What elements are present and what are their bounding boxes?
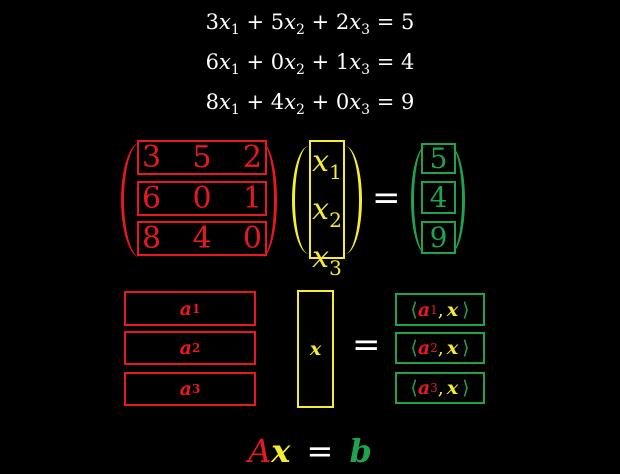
vector-b-left-paren	[411, 146, 441, 254]
vector-x-right-paren	[328, 146, 362, 254]
vector-x: x1 x2 x3	[309, 140, 345, 280]
equals-sign-middle: =	[352, 325, 381, 365]
equals-sign-top: =	[372, 178, 401, 218]
vector-x-left-paren	[292, 146, 326, 254]
vector-b-entry-3: 9	[421, 221, 456, 254]
equation-3: 8x1 + 4x2 + 0x3 = 9	[205, 90, 415, 118]
matrix-right-paren	[245, 142, 277, 258]
equation-2: 6x1 + 0x2 + 1x3 = 4	[205, 50, 415, 78]
vector-x-box: x	[297, 290, 334, 408]
vector-b-entry-1: 5	[421, 142, 456, 175]
vector-b-entry-2: 4	[421, 181, 456, 214]
vector-b-right-paren	[435, 146, 465, 254]
equation-1: 3x1 + 5x2 + 2x3 = 5	[205, 10, 415, 38]
matrix-left-paren	[121, 142, 161, 258]
summary-equation: Ax = b	[248, 432, 372, 470]
